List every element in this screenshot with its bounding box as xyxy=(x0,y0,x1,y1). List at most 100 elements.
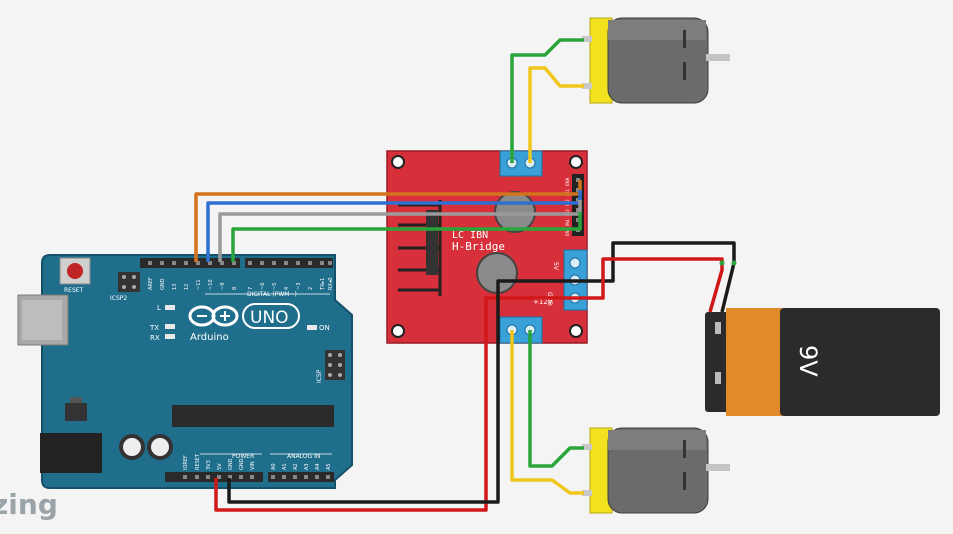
wire-red-battery xyxy=(575,257,724,313)
wire-black-gnd xyxy=(227,279,575,504)
terminal-block-top xyxy=(499,150,543,177)
battery-label: 9V xyxy=(794,345,822,377)
power-analog-pin xyxy=(304,475,308,479)
digital-pin-label: ~9 xyxy=(220,283,226,290)
power-analog-pin xyxy=(250,475,254,479)
power-analog-pin xyxy=(206,475,210,479)
led-rx-label: RX xyxy=(150,334,160,342)
digital-pin xyxy=(232,261,236,265)
power-label: POWER xyxy=(232,453,254,460)
label-12v: +12V xyxy=(533,298,553,306)
driver-title: LC IBN xyxy=(452,230,488,241)
led-rx xyxy=(165,334,175,339)
l298n-chip xyxy=(426,210,438,275)
atmega-chip xyxy=(172,405,334,427)
wires xyxy=(194,38,736,512)
digital-pin-label: 7 xyxy=(248,287,254,290)
dc-motor-bottom xyxy=(582,427,730,514)
digital-pin-label: 12 xyxy=(184,284,190,290)
label-5v: 5V xyxy=(552,262,559,271)
icsp-label: ICSP xyxy=(316,369,323,383)
arduino-logo xyxy=(188,305,239,327)
power-analog-pin-label: A1 xyxy=(282,463,288,470)
power-analog-pin-label: A0 xyxy=(271,463,277,470)
wire-green-motor-bottom xyxy=(528,330,584,468)
digital-pin-label: 2 xyxy=(308,287,314,290)
driver-header-pin xyxy=(576,188,580,192)
driver-header-pin xyxy=(576,198,580,202)
digital-pin-label: AREF xyxy=(148,277,154,290)
digital-pin-label: 4 xyxy=(284,287,290,290)
driver-header-pin-label: IN4 xyxy=(565,219,570,226)
digital-pin-label: 13 xyxy=(172,284,178,290)
power-analog-pin xyxy=(326,475,330,479)
digital-pin-label: ~6 xyxy=(260,283,266,290)
digital-pin xyxy=(296,261,300,265)
digital-pin-label: TX▸1 xyxy=(320,278,326,291)
led-tx-label: TX xyxy=(149,324,159,332)
led-on xyxy=(307,325,317,330)
voltage-regulator xyxy=(65,403,87,421)
digital-pin xyxy=(328,261,332,265)
power-jack xyxy=(40,433,102,473)
wire-black-battery xyxy=(575,241,736,313)
mount-hole-tl xyxy=(391,155,405,169)
power-analog-pin-label: A2 xyxy=(293,463,299,470)
driver-header-pin xyxy=(576,208,580,212)
digital-pin xyxy=(272,261,276,265)
wire-yellow-motor-bottom xyxy=(510,330,584,495)
led-l-label: L xyxy=(157,304,161,312)
mount-hole-br xyxy=(569,324,583,338)
driver-header-pin xyxy=(576,218,580,222)
digital-pin xyxy=(320,261,324,265)
digital-label: DIGITAL (PWM~) xyxy=(247,291,297,298)
led-l xyxy=(165,305,175,310)
digital-pin xyxy=(172,261,176,265)
power-analog-pin xyxy=(183,475,187,479)
digital-pin xyxy=(220,261,224,265)
led-tx xyxy=(165,324,175,329)
wire-orange-ena xyxy=(194,180,582,262)
power-analog-pin-label: RESET xyxy=(195,453,201,470)
digital-pin xyxy=(208,261,212,265)
power-analog-pin xyxy=(282,475,286,479)
analog-label: ANALOG IN xyxy=(287,453,320,460)
power-analog-pin xyxy=(195,475,199,479)
power-analog-pin-label: IOREF xyxy=(183,455,189,470)
wire-red-5v xyxy=(214,296,575,512)
battery-body xyxy=(726,308,782,416)
wire-green-in3 xyxy=(231,212,582,262)
mount-hole-tr xyxy=(569,155,583,169)
power-analog-pin-label: 3V3 xyxy=(206,460,212,470)
power-analog-pin-label: GND xyxy=(228,458,234,470)
wire-blue-in1 xyxy=(206,190,582,262)
watermark-text: zing xyxy=(0,488,58,521)
power-analog-pin-label: VIN xyxy=(250,461,256,470)
digital-pin xyxy=(184,261,188,265)
digital-pin-label: ~11 xyxy=(196,279,202,290)
digital-pin-label: GND xyxy=(160,278,166,290)
arduino-brand: Arduino xyxy=(190,332,229,343)
wire-green-motor-top xyxy=(510,38,584,163)
analog-header xyxy=(268,472,334,482)
power-analog-pin xyxy=(239,475,243,479)
digital-pin xyxy=(196,261,200,265)
digital-pin-label: 8 xyxy=(232,287,238,290)
digital-pin-label: ~5 xyxy=(272,283,278,290)
driver-header-pin-label: ENB xyxy=(565,227,570,236)
icsp2-label: ICSP2 xyxy=(110,295,127,302)
digital-pin xyxy=(284,261,288,265)
driver-capacitor-1 xyxy=(494,191,536,233)
power-analog-pin-label: GND xyxy=(239,458,245,470)
power-analog-pin xyxy=(228,475,232,479)
wire-gray-in2 xyxy=(218,200,582,262)
digital-pin xyxy=(308,261,312,265)
digital-pin-label: RX◂0 xyxy=(328,277,334,290)
reset-label: RESET xyxy=(64,287,84,294)
on-label: ON xyxy=(319,324,330,332)
power-analog-pin-label: A3 xyxy=(304,463,310,470)
digital-header-left xyxy=(140,258,240,268)
digital-header-right xyxy=(245,258,333,268)
